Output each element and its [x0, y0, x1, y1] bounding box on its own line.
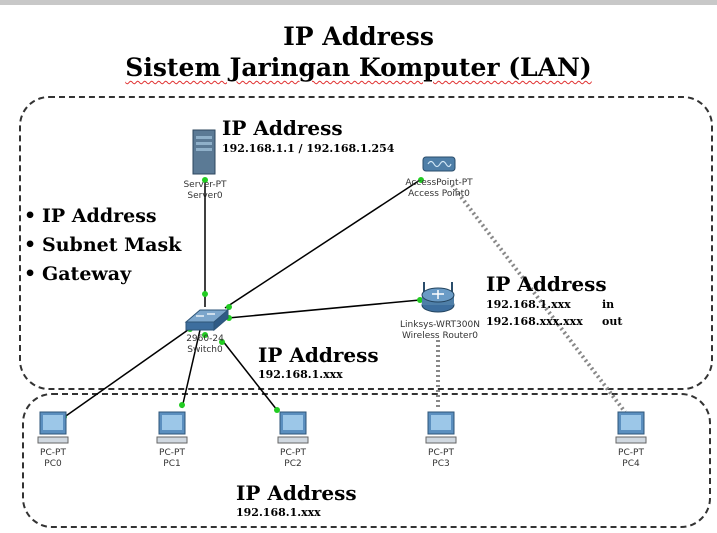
router-ip-heading: IP Address [486, 272, 607, 296]
page-title: IP Address [283, 22, 434, 51]
bullet-item: Gateway [24, 260, 181, 289]
switch-icon [184, 308, 230, 332]
window-top-bar [0, 0, 717, 5]
bullet-item: IP Address [24, 202, 181, 231]
router-ip-in-tag: in [602, 298, 615, 311]
switch-type: 2960-24 [186, 334, 224, 344]
pc0-icon [37, 411, 69, 444]
pc1-icon [156, 411, 188, 444]
router-ip-in-value: 192.168.1.xxx [486, 298, 571, 311]
pc-ip-heading: IP Address [236, 481, 357, 505]
lan-area-boundary [19, 96, 713, 390]
pc3-label: PC-PT PC3 [428, 448, 454, 470]
link-switch-router [227, 299, 421, 319]
switch-ip-value: 192.168.1.xxx [258, 368, 343, 381]
link-switch-pc1 [181, 329, 201, 409]
router-ip-out-tag: out [602, 315, 623, 328]
pc-ip-value: 192.168.1.xxx [236, 506, 321, 519]
pc1-label: PC-PT PC1 [159, 448, 185, 470]
switch-label: 2960-24 Switch0 [186, 334, 224, 356]
pc3-name: PC3 [432, 459, 450, 469]
access-point-type: AccessPoint-PT [405, 178, 473, 188]
pc3-icon [425, 411, 457, 444]
link-switch-pc0 [62, 324, 196, 419]
pc4-name: PC4 [622, 459, 640, 469]
server-label: Server-PT Server0 [183, 180, 226, 202]
bullet-list: IP Address Subnet Mask Gateway [24, 202, 181, 289]
pc2-label: PC-PT PC2 [280, 448, 306, 470]
pc2-name: PC2 [284, 459, 302, 469]
router-type: Linksys-WRT300N [400, 320, 480, 330]
link-switch-pc2 [221, 339, 278, 411]
link-switch-accesspoint [224, 179, 421, 309]
access-point-icon [422, 156, 456, 172]
router-name: Wireless Router0 [401, 331, 479, 341]
wireless-router-icon [421, 282, 455, 313]
server-icon [192, 129, 216, 175]
pc2-type: PC-PT [280, 448, 306, 458]
switch-ip-heading: IP Address [258, 343, 379, 367]
page-subtitle: Sistem Jaringan Komputer (LAN) [125, 53, 592, 82]
pc0-name: PC0 [44, 459, 62, 469]
pc1-name: PC1 [163, 459, 181, 469]
access-point-label: AccessPoint-PT Access Point0 [405, 178, 472, 200]
switch-name: Switch0 [187, 345, 223, 355]
server-ip-value: 192.168.1.1 / 192.168.1.254 [222, 142, 395, 155]
server-name: Server0 [187, 191, 223, 201]
pc4-label: PC-PT PC4 [618, 448, 644, 470]
access-point-name: Access Point0 [408, 189, 470, 199]
pc1-type: PC-PT [159, 448, 185, 458]
router-ip-out-value: 192.168.xxx.xxx [486, 315, 583, 328]
pc3-type: PC-PT [428, 448, 454, 458]
bullet-item: Subnet Mask [24, 231, 181, 260]
pc0-type: PC-PT [40, 448, 66, 458]
pc4-type: PC-PT [618, 448, 644, 458]
server-ip-heading: IP Address [222, 116, 343, 140]
pc-area-boundary [22, 393, 711, 528]
pc4-icon [615, 411, 647, 444]
pc2-icon [277, 411, 309, 444]
server-type: Server-PT [183, 180, 227, 190]
pc0-label: PC-PT PC0 [40, 448, 66, 470]
router-label: Linksys-WRT300N Wireless Router0 [400, 320, 480, 342]
